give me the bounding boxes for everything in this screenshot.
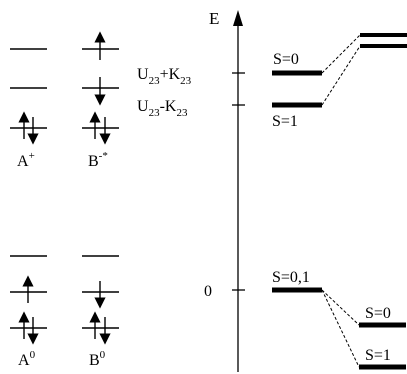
- correlation-line: [321, 45, 361, 106]
- orbital-label-a-plus: A+: [17, 150, 35, 170]
- tick-label-zero: 0: [204, 283, 212, 300]
- orbital-stack-a-zero: [10, 255, 47, 345]
- correlation-line: [321, 289, 360, 368]
- correlation-line: [321, 289, 360, 326]
- orbital-stack-b-minus: [82, 31, 119, 145]
- orbital-stack-a-plus: [10, 48, 47, 145]
- energy-axis-arrowhead: [233, 10, 243, 26]
- state-label-upper-s1: S=1: [272, 113, 298, 130]
- orbital-stack-b-zero: [82, 255, 119, 345]
- state-label-upper-s0: S=0: [273, 51, 299, 68]
- state-label-lower-s01: S=0,1: [272, 269, 310, 286]
- correlation-line: [321, 34, 361, 74]
- tick-label-u-plus-k: U23+K23: [137, 66, 192, 87]
- orbital-label-b-minus: B-*: [88, 150, 108, 170]
- orbital-label-a-zero: A0: [18, 349, 36, 369]
- state-label-lower-s0: S=0: [365, 305, 391, 322]
- energy-axis-label: E: [209, 9, 219, 28]
- tick-label-u-minus-k: U23-K23: [137, 98, 188, 119]
- state-label-lower-s1: S=1: [365, 347, 391, 364]
- orbital-label-b-zero: B0: [89, 349, 106, 369]
